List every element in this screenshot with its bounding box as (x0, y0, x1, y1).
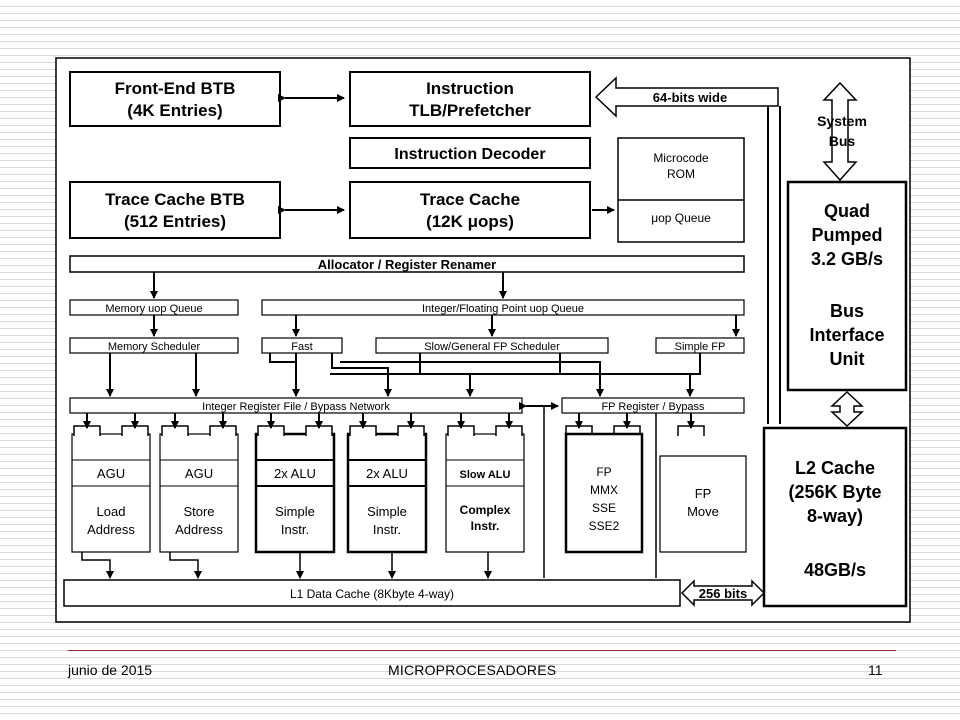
uop-queue-label: μop Queue (651, 211, 711, 225)
footer-rule (68, 650, 896, 651)
front-end-btb-line2: (4K Entries) (127, 101, 222, 120)
integer-register-file-box: Integer Register File / Bypass Network (69, 397, 523, 414)
microcode-rom-box: Microcode ROM μop Queue (617, 137, 745, 243)
mem-sched-label: Memory Scheduler (108, 341, 201, 353)
instruction-tlb-box: Instruction TLB/Prefetcher (349, 71, 591, 127)
l1-width-label: 256 bits (699, 586, 747, 601)
int-reg-label: Integer Register File / Bypass Network (202, 401, 390, 413)
unit-simple-alu-1: 2x ALU Simple Instr. (254, 432, 336, 554)
regfile-unit-wires (83, 413, 695, 429)
fp-move-line1: FP (695, 486, 712, 501)
l2-cache-box: L2 Cache (256K Byte 8-way) 48GB/s (762, 426, 908, 608)
trace-cache-btb-box: Trace Cache BTB (512 Entries) (69, 181, 281, 239)
front-end-btb-line1: Front-End BTB (115, 79, 236, 98)
unit-1-body2: Address (175, 522, 223, 537)
simple-fp-label: Simple FP (675, 341, 726, 353)
unit-2-head: 2x ALU (274, 466, 316, 481)
int-fp-uop-queue-box: Integer/Floating Point uop Queue (261, 299, 745, 316)
system-bus-line1: System (817, 113, 867, 129)
memory-scheduler-box: Memory Scheduler (69, 337, 239, 354)
l2-biu-arrow (830, 390, 864, 428)
microcode-line1: Microcode (653, 151, 709, 165)
l2-line1: L2 Cache (795, 458, 875, 478)
l1-l2-256bit-arrow: 256 bits (680, 579, 766, 607)
unit-store-address: AGU Store Address (159, 433, 239, 553)
system-bus-line2: Bus (829, 133, 856, 149)
trace-cache-box: Trace Cache (12K μops) (349, 181, 591, 239)
trace-btb-line1: Trace Cache BTB (105, 190, 245, 209)
decoder-label: Instruction Decoder (394, 146, 545, 163)
l2-line2: (256K Byte (788, 482, 881, 502)
mem-queue-label: Memory uop Queue (105, 303, 202, 315)
scheduler-fanout-wires (106, 353, 701, 397)
l1-data-cache-box: L1 Data Cache (8Kbyte 4-way) (63, 579, 681, 607)
trace-cache-line1: Trace Cache (420, 190, 520, 209)
fast-scheduler-box: Fast (261, 337, 343, 354)
unit-3-head: 2x ALU (366, 466, 408, 481)
biu-line1: Quad (824, 201, 870, 221)
biu-line2: Pumped (811, 225, 882, 245)
itlb-line2: TLB/Prefetcher (409, 101, 531, 120)
slow-sched-label: Slow/General FP Scheduler (424, 341, 560, 353)
l2-line5: 48GB/s (804, 560, 866, 580)
unit-2-body2: Instr. (281, 522, 309, 537)
queue-scheduler-wires (150, 315, 740, 337)
unit-2-body1: Simple (275, 504, 315, 519)
unit-l1-wires (81, 406, 657, 579)
bus-interface-unit-box: Quad Pumped 3.2 GB/s Bus Interface Unit (786, 180, 908, 392)
unit-fp-move: FP Move (659, 455, 747, 553)
trace-btb-line2: (512 Entries) (124, 212, 226, 231)
unit-1-body1: Store (183, 504, 214, 519)
unit-3-body2: Instr. (373, 522, 401, 537)
simple-fp-scheduler-box: Simple FP (655, 337, 745, 354)
fp-mmx-line4: SSE2 (589, 519, 620, 533)
footer-title: MICROPROCESADORES (388, 662, 557, 678)
unit-0-head: AGU (97, 466, 125, 481)
unit-0-body1: Load (97, 504, 126, 519)
unit-1-head: AGU (185, 466, 213, 481)
memory-uop-queue-box: Memory uop Queue (69, 299, 239, 316)
unit-simple-alu-2: 2x ALU Simple Instr. (346, 432, 428, 554)
unit-0-body2: Address (87, 522, 135, 537)
biu-line3: 3.2 GB/s (811, 249, 883, 269)
l2-line3: 8-way) (807, 506, 863, 526)
unit-fp-mmx-sse: FP MMX SSE SSE2 (564, 432, 644, 554)
unit-load-address: AGU Load Address (71, 433, 151, 553)
biu-line5: Bus (830, 301, 864, 321)
microcode-line2: ROM (667, 167, 695, 181)
unit-4-body2: Instr. (471, 519, 500, 533)
biu-line7: Unit (830, 349, 865, 369)
unit-4-body1: Complex (460, 503, 511, 517)
allocator-box: Allocator / Register Renamer (69, 255, 745, 273)
unit-port-tabs (73, 425, 705, 436)
footer-page-number: 11 (868, 662, 883, 678)
unit-complex-alu: Slow ALU Complex Instr. (445, 433, 525, 553)
fp-reg-label: FP Register / Bypass (601, 401, 705, 413)
front-end-btb-box: Front-End BTB (4K Entries) (69, 71, 281, 127)
fp-mmx-line3: SSE (592, 501, 616, 515)
fp-mmx-line1: FP (596, 465, 611, 479)
trace-cache-line2: (12K μops) (426, 212, 514, 231)
allocator-label: Allocator / Register Renamer (318, 257, 496, 272)
bus-width-label: 64-bits wide (653, 90, 727, 105)
biu-line6: Interface (809, 325, 884, 345)
l1-label: L1 Data Cache (8Kbyte 4-way) (290, 587, 454, 601)
unit-4-head: Slow ALU (460, 469, 511, 481)
unit-3-body1: Simple (367, 504, 407, 519)
bus-64bit-arrow: 64-bits wide (594, 76, 779, 118)
system-bus-arrow: System Bus (817, 81, 867, 182)
fp-move-line2: Move (687, 504, 719, 519)
instruction-decoder-box: Instruction Decoder (349, 137, 591, 169)
footer-date: junio de 2015 (68, 662, 153, 678)
int-fp-queue-label: Integer/Floating Point uop Queue (422, 303, 584, 315)
fast-sched-label: Fast (291, 341, 312, 353)
fp-register-file-box: FP Register / Bypass (561, 397, 745, 414)
execution-units: AGU Load Address AGU Store Address 2x AL… (71, 406, 747, 579)
slow-fp-scheduler-box: Slow/General FP Scheduler (375, 337, 609, 354)
itlb-line1: Instruction (426, 79, 514, 98)
fp-mmx-line2: MMX (590, 483, 618, 497)
